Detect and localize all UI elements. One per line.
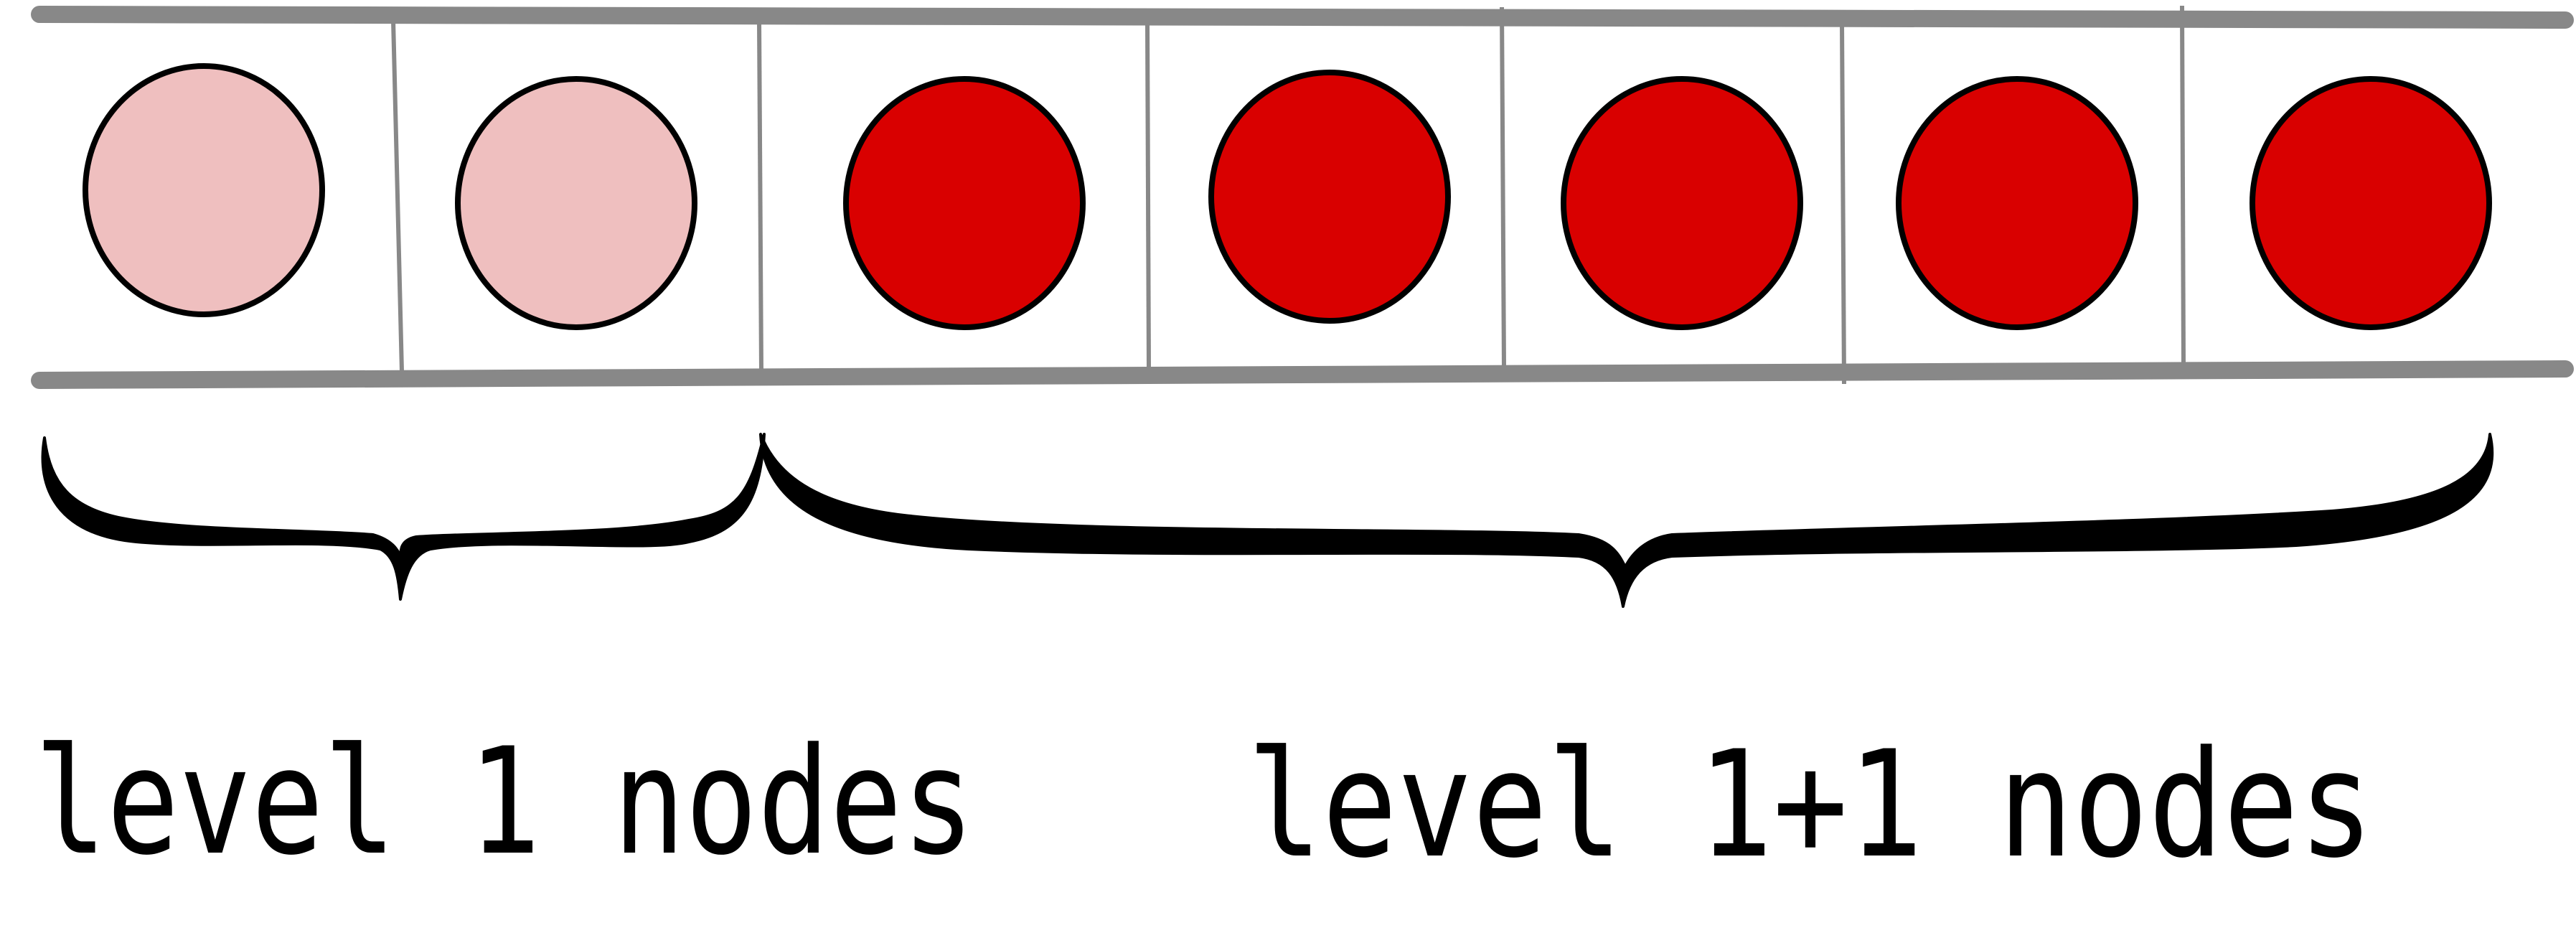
level-l1-node	[1896, 76, 2138, 330]
cell-divider	[1500, 6, 1506, 368]
level-l1-node	[1561, 76, 1803, 330]
cell-divider	[1145, 22, 1151, 370]
level-l1-label: level 1+1 nodes	[1247, 720, 2374, 891]
cell-divider	[2180, 5, 2186, 363]
cell-divider	[391, 19, 404, 372]
cell-divider	[757, 21, 763, 372]
cell-divider	[1840, 22, 1846, 385]
level-l1-node	[2250, 76, 2492, 330]
array-nodes	[83, 63, 2492, 330]
level-1-label: level 1 nodes	[34, 717, 974, 888]
array-bottom-rail	[31, 360, 2574, 389]
level-l1-node	[1208, 70, 1451, 324]
level-1-brace	[41, 433, 766, 601]
level-1-node	[83, 63, 325, 317]
level-l1-node	[843, 76, 1086, 330]
cell-dividers	[391, 5, 2186, 385]
level-1-node	[455, 76, 697, 330]
array-top-rail	[31, 6, 2574, 29]
level-l1-brace	[759, 433, 2494, 608]
